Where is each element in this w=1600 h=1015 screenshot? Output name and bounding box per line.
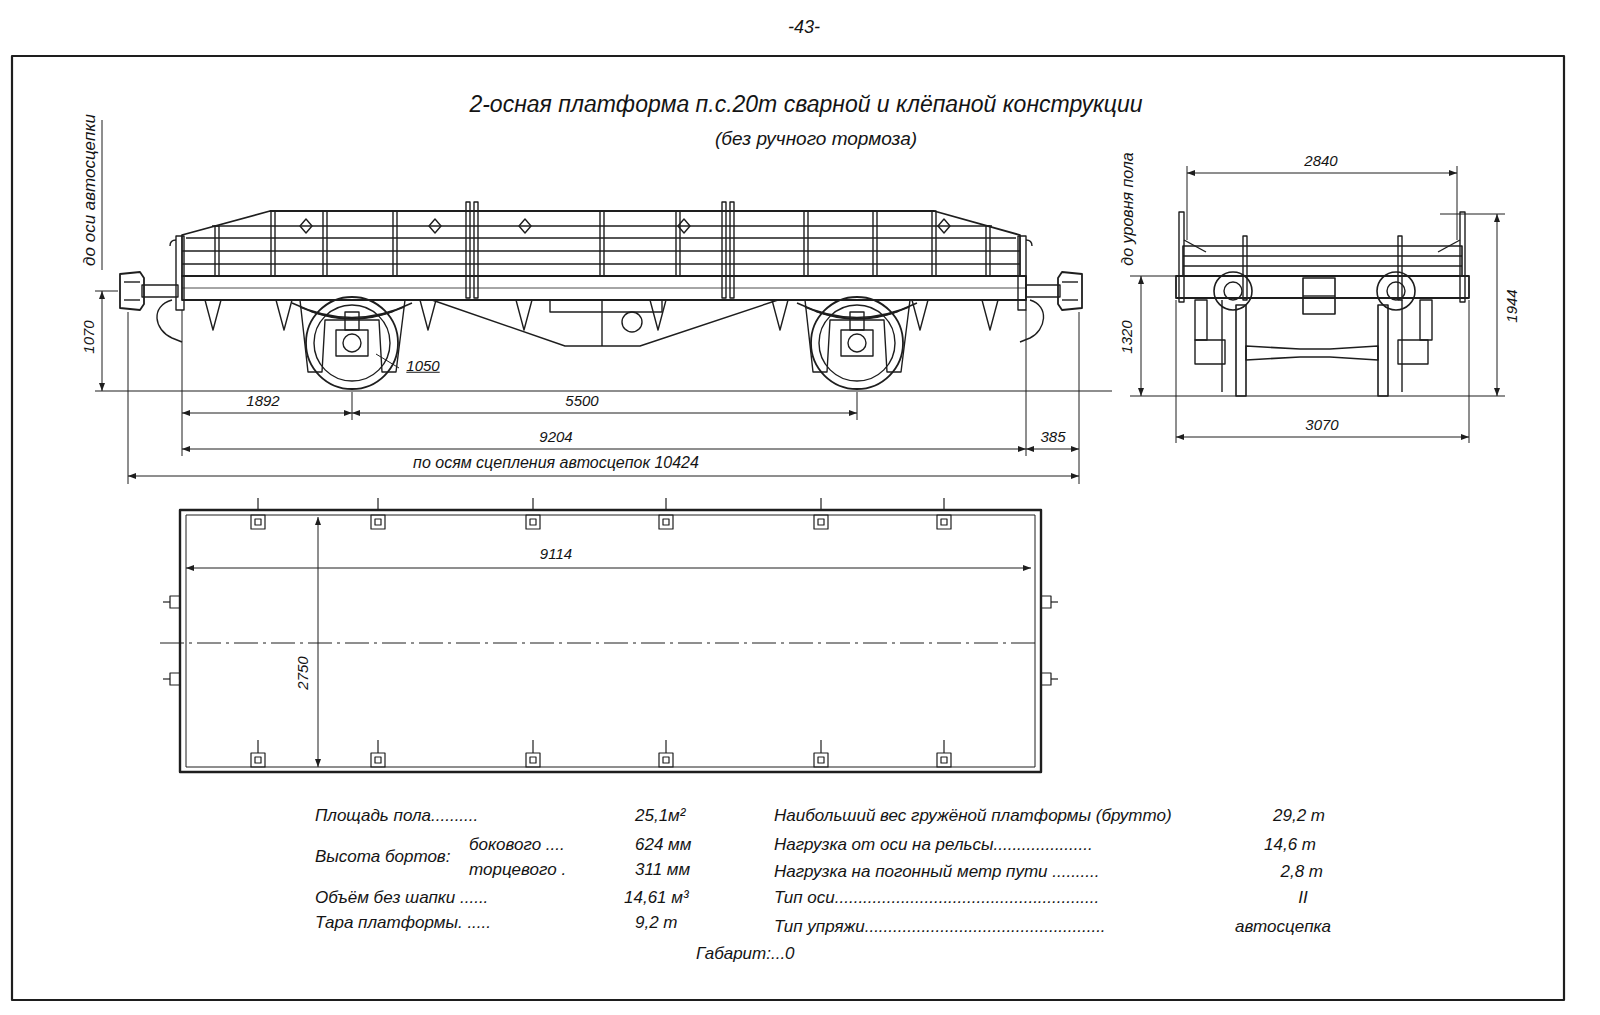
dimension-value: 1070 [81, 318, 98, 355]
spec-value: 2,8 т [1278, 863, 1325, 882]
dimension-value: 2840 [1302, 153, 1339, 170]
dimension-value: 385 [1038, 429, 1067, 446]
spec-label: торцевого . [467, 861, 568, 880]
spec-value: 624 мм [633, 836, 693, 855]
dimension-value: 1892 [244, 393, 281, 410]
spec-value: II [1296, 889, 1309, 908]
page-number: -43- [786, 18, 822, 38]
spec-label: Нагрузка на погонный метр пути .........… [772, 863, 1102, 882]
spec-label: Наибольший вес гружёной платформы (брутт… [772, 807, 1174, 826]
spec-label: Габарит:...0 [694, 945, 797, 964]
spec-label: Тара платформы. ..... [313, 914, 493, 933]
spec-label: Площадь пола.......... [313, 807, 480, 826]
dimension-note: до уровня пола [1119, 150, 1137, 267]
drawing-title: 2-осная платформа п.с.20т сварной и клёп… [467, 92, 1144, 117]
subtitle: (без ручного тормоза) [713, 129, 919, 150]
plan-view [160, 498, 1058, 772]
page-frame [12, 56, 1564, 1000]
dimension-value: 1050 [404, 358, 441, 375]
spec-value: 14,6 т [1262, 836, 1318, 855]
spec-value: 25,1м² [633, 807, 687, 826]
dimension-value: 9114 [538, 546, 574, 563]
spec-value: 14,61 м³ [622, 889, 691, 908]
end-view [1130, 166, 1505, 443]
dimension-note: до оси автосцепки [81, 112, 100, 268]
spec-value: 29,2 т [1271, 807, 1327, 826]
spec-label: бокового .... [467, 836, 567, 855]
spec-label: Объём без шапки ...... [313, 889, 490, 908]
spec-value: 9,2 т [633, 914, 680, 933]
spec-label: Тип оси.................................… [772, 889, 1101, 908]
dimension-value: по осям сцепления автосцепок 10424 [411, 454, 701, 472]
dimension-value: 5500 [563, 393, 600, 410]
spec-label: Тип упряжи..............................… [772, 918, 1108, 937]
spec-value: автосцепка [1233, 918, 1333, 937]
dimension-value: 3070 [1303, 417, 1340, 434]
spec-value: 311 мм [633, 861, 692, 880]
dimension-value: 1320 [1119, 318, 1136, 355]
dimension-value: 9204 [537, 429, 574, 446]
spec-label: Высота бортов: [313, 848, 452, 867]
spec-label: Нагрузка от оси на рельсы...............… [772, 836, 1095, 855]
dimension-value: 2750 [295, 654, 312, 691]
side-view [95, 120, 1112, 484]
dimension-value: 1944 [1504, 287, 1521, 324]
